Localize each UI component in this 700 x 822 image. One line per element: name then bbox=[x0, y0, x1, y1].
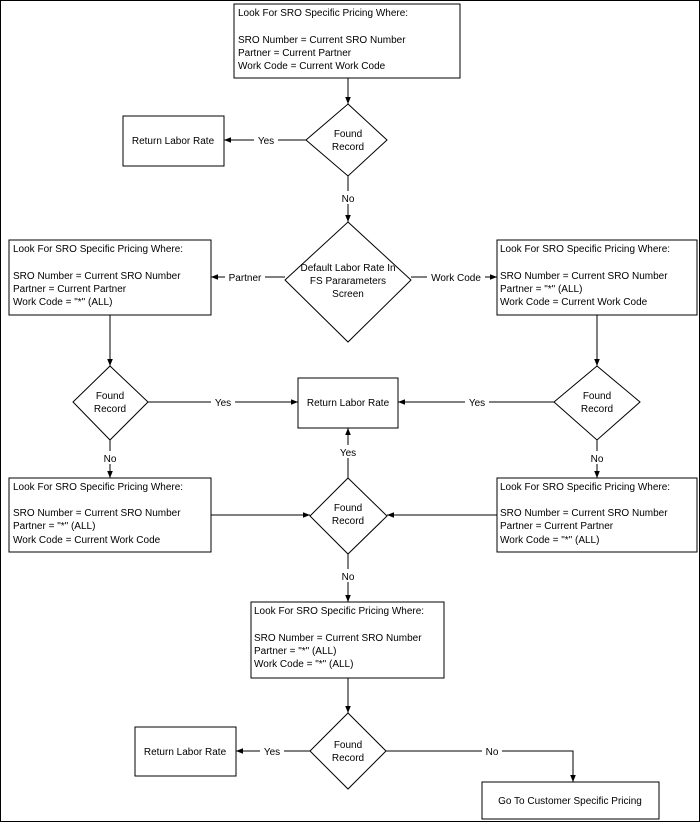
decision-label: Record bbox=[581, 404, 613, 415]
process-condition-work-code: Work Code = "*" (ALL) bbox=[254, 659, 353, 670]
process-heading: Look For SRO Specific Pricing Where: bbox=[238, 8, 408, 19]
terminal-return-labor-rate-middle: Return Labor Rate bbox=[297, 377, 399, 429]
process-condition-sro: SRO Number = Current SRO Number bbox=[13, 508, 181, 519]
process-box-work-code: Look For SRO Specific Pricing Where: SRO… bbox=[496, 239, 698, 316]
terminal-return-labor-rate-top: Return Labor Rate bbox=[122, 115, 225, 167]
process-condition-partner: Partner = Current Partner bbox=[238, 48, 352, 59]
edge-labels: Yes No Partner Work Code Yes Yes No No Y… bbox=[100, 133, 607, 758]
decision-label: FS Pararameters bbox=[310, 276, 386, 287]
decision-label: Record bbox=[332, 142, 364, 153]
edge-label-no: No bbox=[342, 194, 355, 205]
decision-label: Found bbox=[334, 129, 362, 140]
process-condition-partner: Partner = "*" (ALL) bbox=[13, 521, 95, 532]
edge-label-yes: Yes bbox=[340, 448, 356, 459]
process-condition-partner: Partner = "*" (ALL) bbox=[500, 284, 582, 295]
process-condition-sro: SRO Number = Current SRO Number bbox=[13, 271, 181, 282]
terminal-return-labor-rate-bottom: Return Labor Rate bbox=[134, 726, 237, 777]
process-condition-sro: SRO Number = Current SRO Number bbox=[500, 271, 668, 282]
decision-found-record-middle: Found Record bbox=[309, 477, 388, 555]
edge-label-yes: Yes bbox=[264, 747, 280, 758]
process-box-work-code-fallback: Look For SRO Specific Pricing Where: SRO… bbox=[496, 477, 698, 553]
edge-label-partner: Partner bbox=[229, 273, 262, 284]
process-heading: Look For SRO Specific Pricing Where: bbox=[500, 482, 670, 493]
terminal-customer-specific-pricing: Go To Customer Specific Pricing bbox=[481, 781, 660, 820]
process-condition-sro: SRO Number = Current SRO Number bbox=[500, 508, 668, 519]
terminal-label: Return Labor Rate bbox=[132, 136, 215, 147]
decision-label: Screen bbox=[332, 289, 364, 300]
edge-label-yes: Yes bbox=[469, 398, 485, 409]
decision-label: Found bbox=[334, 503, 362, 514]
decision-label: Found bbox=[96, 391, 124, 402]
decision-label: Default Labor Rate In bbox=[300, 263, 395, 274]
process-box-all-wildcard: Look For SRO Specific Pricing Where: SRO… bbox=[250, 601, 445, 679]
process-condition-partner: Partner = Current Partner bbox=[13, 284, 127, 295]
terminal-label: Return Labor Rate bbox=[307, 398, 390, 409]
decision-label: Record bbox=[94, 404, 126, 415]
edge-label-yes: Yes bbox=[258, 136, 274, 147]
edge-found-bottom-no bbox=[386, 750, 576, 782]
terminal-label: Return Labor Rate bbox=[144, 747, 227, 758]
connectors bbox=[107, 78, 600, 782]
process-box-current-all: Look For SRO Specific Pricing Where: SRO… bbox=[233, 3, 461, 79]
process-condition-partner: Partner = Current Partner bbox=[500, 521, 614, 532]
process-condition-work-code: Work Code = Current Work Code bbox=[13, 535, 161, 546]
process-box-partner: Look For SRO Specific Pricing Where: SRO… bbox=[8, 239, 212, 316]
process-heading: Look For SRO Specific Pricing Where: bbox=[13, 244, 183, 255]
process-condition-work-code: Work Code = "*" (ALL) bbox=[13, 297, 112, 308]
decision-label: Found bbox=[334, 740, 362, 751]
edge-label-no: No bbox=[591, 454, 604, 465]
process-heading: Look For SRO Specific Pricing Where: bbox=[254, 606, 424, 617]
process-condition-work-code: Work Code = Current Work Code bbox=[500, 297, 648, 308]
decision-label: Record bbox=[332, 753, 364, 764]
decision-label: Found bbox=[583, 391, 611, 402]
decision-default-labor-rate: Default Labor Rate In FS Pararameters Sc… bbox=[284, 221, 412, 343]
edge-label-no: No bbox=[486, 747, 499, 758]
process-condition-partner: Partner = "*" (ALL) bbox=[254, 646, 336, 657]
process-heading: Look For SRO Specific Pricing Where: bbox=[13, 482, 183, 493]
edge-label-yes: Yes bbox=[215, 398, 231, 409]
process-box-partner-fallback: Look For SRO Specific Pricing Where: SRO… bbox=[8, 477, 212, 553]
edge-label-no: No bbox=[342, 572, 355, 583]
edge-label-no: No bbox=[104, 454, 117, 465]
process-heading: Look For SRO Specific Pricing Where: bbox=[500, 244, 670, 255]
decision-found-record-top: Found Record bbox=[305, 103, 388, 177]
process-condition-sro: SRO Number = Current SRO Number bbox=[238, 35, 406, 46]
decision-found-record-left: Found Record bbox=[72, 365, 149, 441]
decision-found-record-right: Found Record bbox=[553, 365, 641, 441]
process-condition-work-code: Work Code = "*" (ALL) bbox=[500, 535, 599, 546]
process-condition-sro: SRO Number = Current SRO Number bbox=[254, 633, 422, 644]
process-condition-work-code: Work Code = Current Work Code bbox=[238, 61, 386, 72]
terminal-label: Go To Customer Specific Pricing bbox=[498, 796, 642, 807]
decision-found-record-bottom: Found Record bbox=[309, 712, 387, 790]
edge-label-work-code: Work Code bbox=[431, 273, 481, 284]
decision-label: Record bbox=[332, 516, 364, 527]
